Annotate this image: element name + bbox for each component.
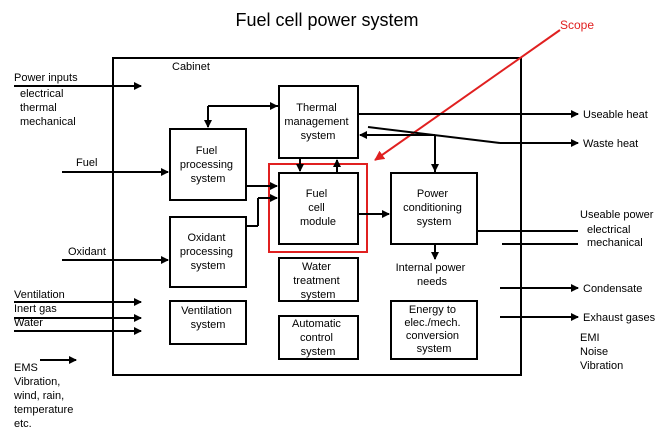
- useable-heat-label: Useable heat: [583, 109, 648, 121]
- fuel-cell-module-box: [278, 172, 359, 245]
- water-label: Water: [14, 317, 43, 329]
- power-inputs-label: Power inputs: [14, 72, 78, 84]
- waste-heat-line: [367, 126, 501, 144]
- scope-arrow: [374, 29, 561, 161]
- internal-power-needs-label: Internal power needs: [396, 262, 469, 288]
- scope-boundary: [268, 163, 368, 253]
- power-conditioning-label: Power conditioning system: [403, 188, 465, 228]
- fuel-cell-module-label: Fuel cell module: [300, 188, 336, 228]
- useable-power-label: Useable power: [580, 209, 654, 221]
- fuel-processing-box: [169, 128, 247, 201]
- oxidant-processing-label: Oxidant processing system: [180, 232, 236, 272]
- ventilation-system-label: Ventilation system: [181, 305, 235, 331]
- diagram-title: Fuel cell power system: [235, 10, 418, 30]
- oxidant-processing-box: [169, 216, 247, 288]
- ventilation-system-box: [169, 300, 247, 345]
- thermal-management-label: Thermal management system: [284, 102, 351, 142]
- energy-conversion-box: [390, 300, 478, 360]
- water-treatment-label: Water treatment system: [293, 261, 343, 301]
- waste-heat-label: Waste heat: [583, 138, 638, 150]
- emi-noise-vibration-label: EMI Noise Vibration: [580, 332, 623, 372]
- condensate-label: Condensate: [583, 283, 642, 295]
- cabinet-label: Cabinet: [172, 61, 210, 73]
- useable-power-mechanical: mechanical: [587, 237, 643, 249]
- ventilation-label: Ventilation: [14, 289, 65, 301]
- exhaust-gases-label: Exhaust gases: [583, 312, 656, 324]
- useable-power-electrical: electrical: [587, 224, 630, 236]
- automatic-control-box: [278, 315, 359, 360]
- fuel-label: Fuel: [76, 157, 97, 169]
- oxidant-label: Oxidant: [68, 246, 106, 258]
- ems-label: EMS: [14, 362, 38, 374]
- ems-sub: Vibration, wind, rain, temperature etc.: [13, 376, 76, 429]
- water-treatment-box: [278, 257, 359, 302]
- scope-label: Scope: [560, 18, 594, 32]
- inert-gas-label: Inert gas: [14, 303, 57, 315]
- power-inputs-sub: electrical thermal mechanical: [20, 88, 76, 128]
- thermal-management-box: [278, 85, 359, 159]
- energy-conversion-label: Energy to elec./mech. conversion system: [404, 304, 463, 355]
- automatic-control-label: Automatic control system: [292, 318, 344, 358]
- fuel-processing-label: Fuel processing system: [180, 145, 236, 185]
